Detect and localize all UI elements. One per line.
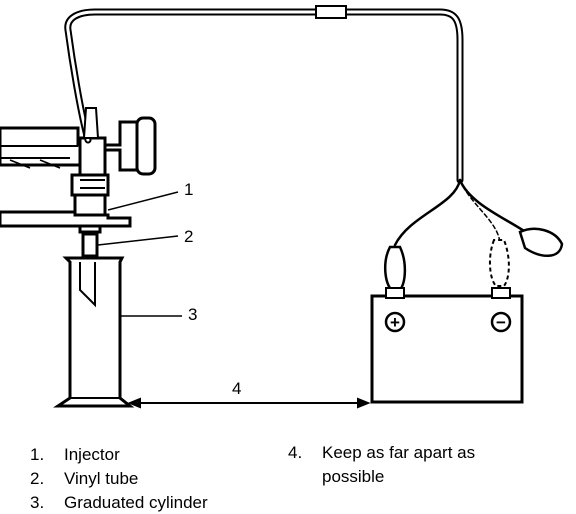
battery-negative-symbol: − [496,313,506,332]
legend-text: Keep as far apart as [322,443,476,462]
negative-clip [518,227,564,257]
battery [370,287,524,404]
battery-positive-terminal-mark [384,311,406,333]
distance-arrow [127,397,371,409]
legend-text: Vinyl tube [64,469,139,488]
legend-number: 4. [288,443,303,462]
legend-number: 3. [30,493,45,512]
legend-item-3: 3. Graduated cylinder [30,492,208,513]
legend-text: Injector [64,445,120,464]
callout-1: 1 [184,180,193,199]
legend-item-1: 1. Injector [30,444,120,465]
legend-item-4: 4. Keep as far apart as [288,442,475,463]
fuel-rail [0,116,157,176]
mounting-plate [0,210,132,228]
callout-3: 3 [188,305,197,324]
callout-4: 4 [232,379,241,398]
graduated-cylinder [53,256,135,408]
callout-2: 2 [184,227,193,246]
legend-item-4-continuation: possible [322,466,384,487]
vinyl-tube [81,232,99,258]
negative-clip-dashed [488,239,510,287]
battery-positive-symbol: + [390,313,400,332]
battery-negative-terminal-mark [490,311,512,333]
legend-number: 2. [30,469,45,488]
legend-text: Graduated cylinder [64,493,208,512]
legend-number: 1. [30,445,45,464]
leader-lines [97,191,182,317]
injector [70,136,110,234]
legend-text: possible [322,467,385,486]
wiring-harness [64,5,532,247]
legend-item-2: 2. Vinyl tube [30,468,138,489]
